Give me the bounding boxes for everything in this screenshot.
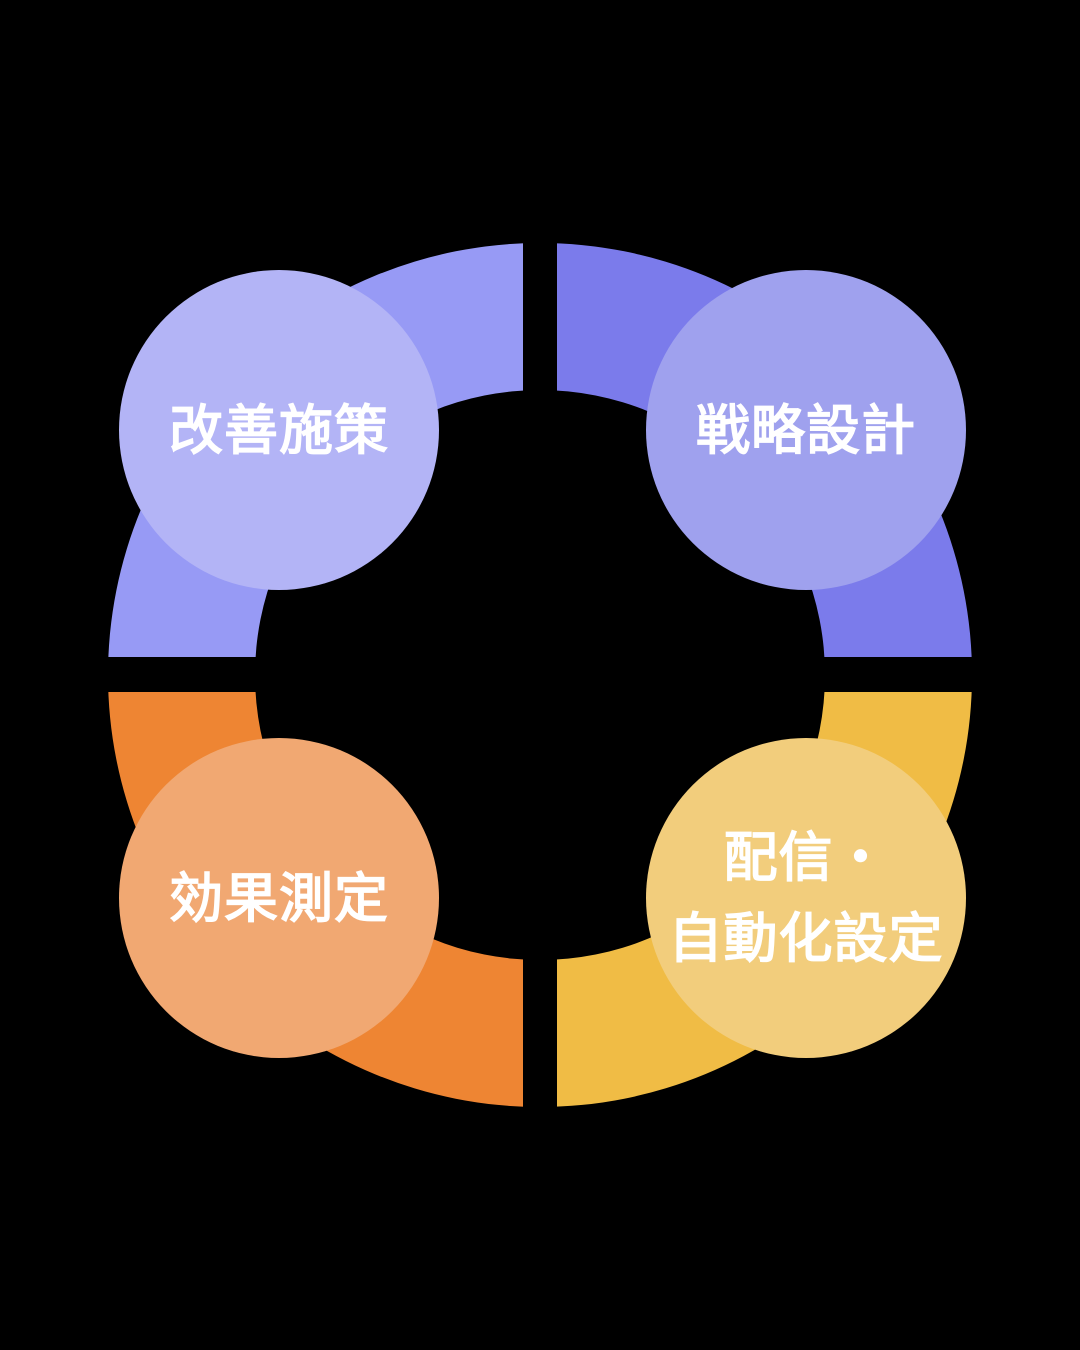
step-label: 配信・ 自動化設定 — [668, 826, 944, 970]
step-delivery-automation: 配信・ 自動化設定 — [646, 738, 966, 1058]
step-improvement: 改善施策 — [119, 270, 439, 590]
step-label: 改善施策 — [169, 398, 389, 462]
step-label: 戦略設計 — [696, 398, 916, 462]
step-strategy-design: 戦略設計 — [646, 270, 966, 590]
step-label: 効果測定 — [169, 866, 389, 930]
horizontal-gap — [60, 657, 1020, 692]
step-effect-measurement: 効果測定 — [119, 738, 439, 1058]
